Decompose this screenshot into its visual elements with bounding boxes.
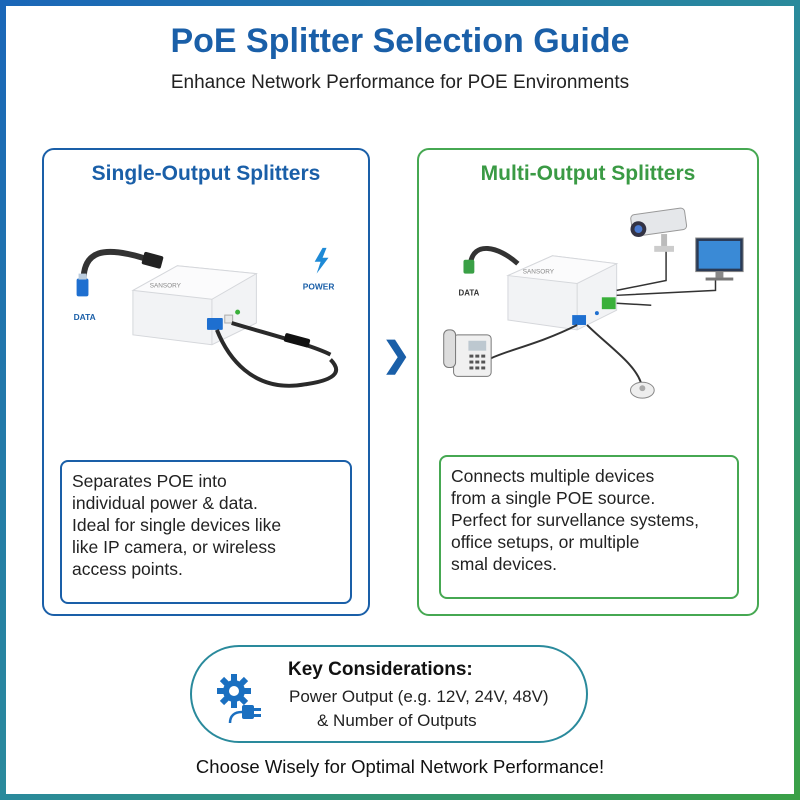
- key-considerations-title: Key Considerations:: [288, 659, 473, 680]
- key-considerations-box: Key Considerations: Power Output (e.g. 1…: [190, 645, 588, 743]
- ip-phone-icon: [443, 329, 492, 377]
- brand-label: SANSORY: [523, 269, 555, 276]
- lightning-bolt-icon: [314, 247, 329, 274]
- page-subtitle: Enhance Network Performance for POE Envi…: [170, 72, 630, 93]
- single-output-illustration: DATA SANSORY POWER: [74, 247, 339, 388]
- footer-text: Choose Wisely for Optimal Network Perfor…: [195, 756, 605, 777]
- power-label: POWER: [303, 281, 335, 291]
- ethernet-plug-icon: [76, 278, 89, 297]
- chevron-right-icon: ❯: [382, 336, 411, 374]
- security-camera-icon: [630, 207, 688, 252]
- data-label: DATA: [459, 288, 480, 297]
- key-considerations-line-2: & Number of Outputs: [317, 711, 477, 730]
- single-output-title: Single-Output Splitters: [91, 162, 321, 185]
- monitor-icon: [695, 237, 744, 281]
- access-point-icon: [630, 381, 655, 399]
- multi-output-illustration: DATA SANSORY: [443, 207, 744, 399]
- single-output-panel: Single-Output Splitters DATA SANSORY POW…: [42, 148, 370, 616]
- single-output-description: Separates POE into individual power & da…: [60, 460, 352, 604]
- ethernet-plug-icon: [463, 259, 475, 274]
- gear-plug-icon: [217, 674, 261, 724]
- key-considerations-line-1: Power Output (e.g. 12V, 24V, 48V): [289, 687, 549, 706]
- multi-output-description: Connects multiple devices from a single …: [439, 455, 739, 599]
- brand-label: SANSORY: [150, 282, 182, 289]
- multi-output-panel: Multi-Output Splitters DATA SANSORY: [417, 148, 759, 616]
- multi-output-title: Multi-Output Splitters: [480, 162, 696, 185]
- data-label: DATA: [74, 312, 96, 322]
- page-title: PoE Splitter Selection Guide: [170, 22, 630, 60]
